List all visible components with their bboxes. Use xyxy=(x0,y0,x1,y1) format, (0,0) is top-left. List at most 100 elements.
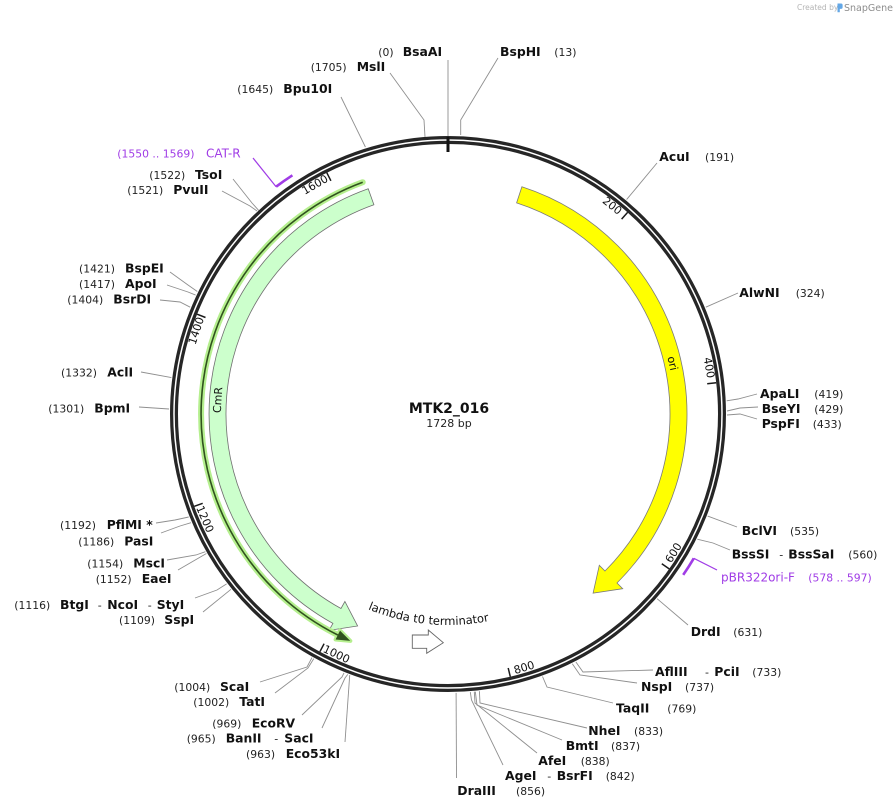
site-bsphi[interactable]: BspHI (13) xyxy=(460,44,577,135)
site-separator: - xyxy=(547,770,551,783)
site-acli[interactable]: (1332) AclI xyxy=(61,365,172,380)
feature-lambda-t0-terminator[interactable]: lambda t0 terminator xyxy=(367,599,490,655)
site-name: AfeI xyxy=(538,753,566,768)
site-eaei[interactable]: (1152) EaeI xyxy=(96,553,207,587)
site-taqii[interactable]: TaqII (769) xyxy=(542,676,697,716)
site-pvuii[interactable]: (1521) PvuII xyxy=(127,182,258,212)
snapgene-logo-icon xyxy=(837,3,843,13)
tick-label-800: 800 xyxy=(512,659,536,677)
site-bseyi[interactable]: BseYI (429) xyxy=(726,401,843,416)
site-name: StyI xyxy=(157,597,185,612)
site-agei-bsrfi[interactable]: AgeI - BsrFI (842) xyxy=(469,692,635,783)
site-nhei[interactable]: NheI (833) xyxy=(478,691,663,738)
site-btgi-ncoi-styi[interactable]: (1116) BtgI - NcoI - StyI xyxy=(14,583,227,612)
site-bpu10i[interactable]: (1645) Bpu10I xyxy=(237,81,366,148)
terminator-arrow[interactable] xyxy=(411,629,445,655)
primer-name: pBR322ori-F xyxy=(721,571,795,585)
primer-cat-r[interactable]: (1550 .. 1569) CAT-R xyxy=(117,147,294,188)
site-position: (1521) xyxy=(127,184,163,197)
site-pasi[interactable]: (1186) PasI xyxy=(78,522,192,549)
site-alwni[interactable]: AlwNI (324) xyxy=(705,285,825,308)
site-apoi[interactable]: (1417) ApoI xyxy=(79,276,196,296)
site-tati[interactable]: (1002) TatI xyxy=(193,658,315,709)
site-position: (1421) xyxy=(79,263,115,276)
site-position: (838) xyxy=(581,755,610,768)
site-bpmi[interactable]: (1301) BpmI xyxy=(48,401,170,416)
feature-cmr[interactable]: CmR xyxy=(208,188,375,631)
site-sspi[interactable]: (1109) SspI xyxy=(119,588,232,627)
site-bsrdi[interactable]: (1404) BsrDI xyxy=(67,292,191,308)
site-position: (837) xyxy=(611,740,640,753)
cmr-arrow[interactable] xyxy=(208,188,375,631)
site-draiii[interactable]: DraIII (856) xyxy=(455,692,545,798)
site-apali[interactable]: ApaLI (419) xyxy=(726,386,844,402)
site-msci[interactable]: (1154) MscI xyxy=(87,551,206,571)
site-bsaai[interactable]: (0) BsaAI xyxy=(378,44,449,136)
site-position: (1705) xyxy=(311,61,347,74)
site-msli[interactable]: (1705) MslI xyxy=(311,59,426,138)
feature-ori[interactable]: ori xyxy=(516,186,688,594)
cmr-label: CmR xyxy=(211,386,226,413)
site-name: BsaAI xyxy=(403,44,442,59)
site-pspfi[interactable]: PspFI (433) xyxy=(726,413,842,431)
site-banii-saci[interactable]: (965) BanII - SacI xyxy=(187,674,349,746)
snapgene-brand-text: SnapGene xyxy=(844,3,893,14)
site-name: PspFI xyxy=(762,416,800,431)
site-position: (737) xyxy=(685,681,714,694)
site-separator: - xyxy=(705,666,709,679)
site-scai[interactable]: (1004) ScaI xyxy=(174,657,313,694)
site-pflmi[interactable]: (1192) PflMI * xyxy=(60,516,189,532)
primer-cat-r-bar xyxy=(275,174,294,188)
site-name: EaeI xyxy=(142,571,172,586)
site-name: NheI xyxy=(588,723,620,738)
site-position: (1404) xyxy=(67,294,103,307)
site-position: (969) xyxy=(212,718,241,731)
site-bspei[interactable]: (1421) BspEI xyxy=(79,261,198,292)
site-afliii-pcii[interactable]: AflIII - PciI (733) xyxy=(575,661,781,679)
site-position: (191) xyxy=(705,151,734,164)
tick-1600 xyxy=(326,172,332,182)
site-acui[interactable]: AcuI (191) xyxy=(626,149,734,200)
site-position: (833) xyxy=(634,725,663,738)
site-name: AgeI xyxy=(505,768,536,783)
site-bclvi[interactable]: BclVI (535) xyxy=(707,515,819,538)
site-drdi[interactable]: DrdI (631) xyxy=(656,598,762,639)
cmr-orf-arrow[interactable] xyxy=(198,179,366,643)
site-name: ApoI xyxy=(125,276,157,291)
site-position: (965) xyxy=(187,733,216,746)
site-name: EcoRV xyxy=(252,716,296,731)
site-separator: - xyxy=(148,599,152,612)
site-nspi[interactable]: NspI (737) xyxy=(571,663,714,694)
primer-range: (578 .. 597) xyxy=(808,572,871,585)
site-ecorv[interactable]: (969) EcoRV xyxy=(212,672,345,731)
site-name: BseYI xyxy=(762,401,801,416)
site-tsoi[interactable]: (1522) TsoI xyxy=(149,167,260,211)
site-position: (1645) xyxy=(237,83,273,96)
tick-600 xyxy=(661,563,670,570)
site-afei[interactable]: AfeI (838) xyxy=(473,691,610,768)
site-name: MslI xyxy=(357,59,386,74)
site-name: MscI xyxy=(133,556,165,571)
site-position: (1154) xyxy=(87,558,123,571)
ori-label: ori xyxy=(664,355,680,372)
site-name: BssSaI xyxy=(788,547,834,562)
tick-label-400: 400 xyxy=(701,356,717,379)
site-name: AcuI xyxy=(659,149,689,164)
ori-arrow[interactable] xyxy=(516,186,688,594)
site-name: PciI xyxy=(714,664,739,679)
site-name: Bpu10I xyxy=(283,81,332,96)
site-eco53ki[interactable]: (963) Eco53kI xyxy=(246,675,351,761)
site-name: ApaLI xyxy=(760,386,799,401)
tick-1200 xyxy=(194,502,203,508)
tick-1400 xyxy=(196,313,206,319)
site-name: DrdI xyxy=(691,624,721,639)
site-name: SspI xyxy=(164,612,194,627)
site-name: NspI xyxy=(641,679,672,694)
site-position: (631) xyxy=(733,626,762,639)
primer-pbr322ori-f[interactable]: pBR322ori-F (578 .. 597) xyxy=(682,557,872,585)
site-name: NcoI xyxy=(107,597,138,612)
tick-400 xyxy=(707,381,717,385)
site-bsssi-bsssai[interactable]: BssSI - BssSaI (560) xyxy=(697,538,877,562)
plasmid-length: 1728 bp xyxy=(426,417,471,430)
